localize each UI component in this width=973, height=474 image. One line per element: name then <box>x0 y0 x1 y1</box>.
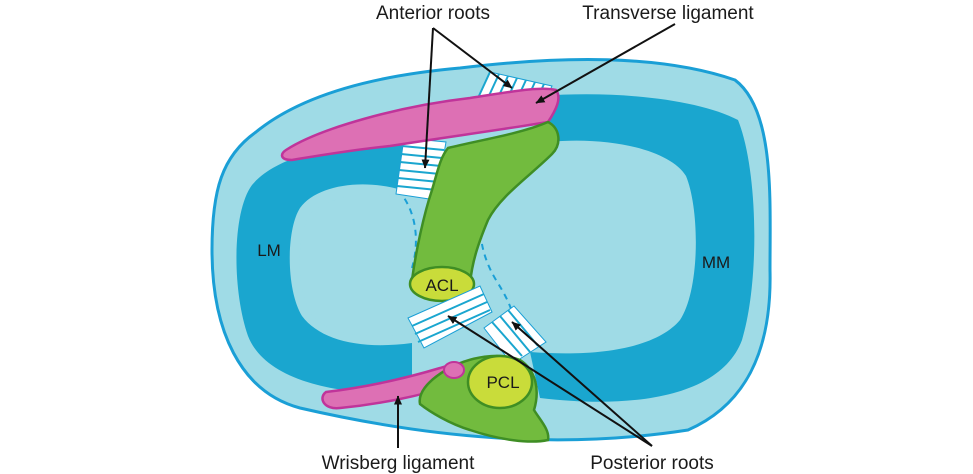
arrow-anterior-roots-to-lateral <box>421 27 434 169</box>
arrow-posterior-roots-to-medial <box>511 321 653 447</box>
lateral-meniscus <box>236 144 420 394</box>
pcl-insertion <box>466 354 534 410</box>
medial-plateau-inner <box>487 145 692 348</box>
label-wrisberg-ligament: Wrisberg ligament <box>322 453 475 474</box>
label-posterior-roots: Posterior roots <box>590 453 714 474</box>
acl-insertion <box>408 265 476 303</box>
arrow-transverse-ligament <box>535 23 676 104</box>
label-transverse-ligament: Transverse ligament <box>582 3 754 24</box>
label-lateral-meniscus: LM <box>257 241 281 260</box>
wrisberg-ligament-end <box>443 361 465 379</box>
arrow-posterior-roots-to-lateral <box>447 315 653 447</box>
label-acl: ACL <box>425 276 458 295</box>
label-medial-meniscus: MM <box>702 253 730 272</box>
label-anterior-roots: Anterior roots <box>376 3 490 24</box>
lateral-plateau-inner <box>299 194 417 337</box>
label-pcl: PCL <box>486 373 519 392</box>
medial-meniscus <box>530 94 755 402</box>
arrow-anterior-roots-to-medial <box>432 27 513 89</box>
acl-ligament <box>410 120 560 290</box>
